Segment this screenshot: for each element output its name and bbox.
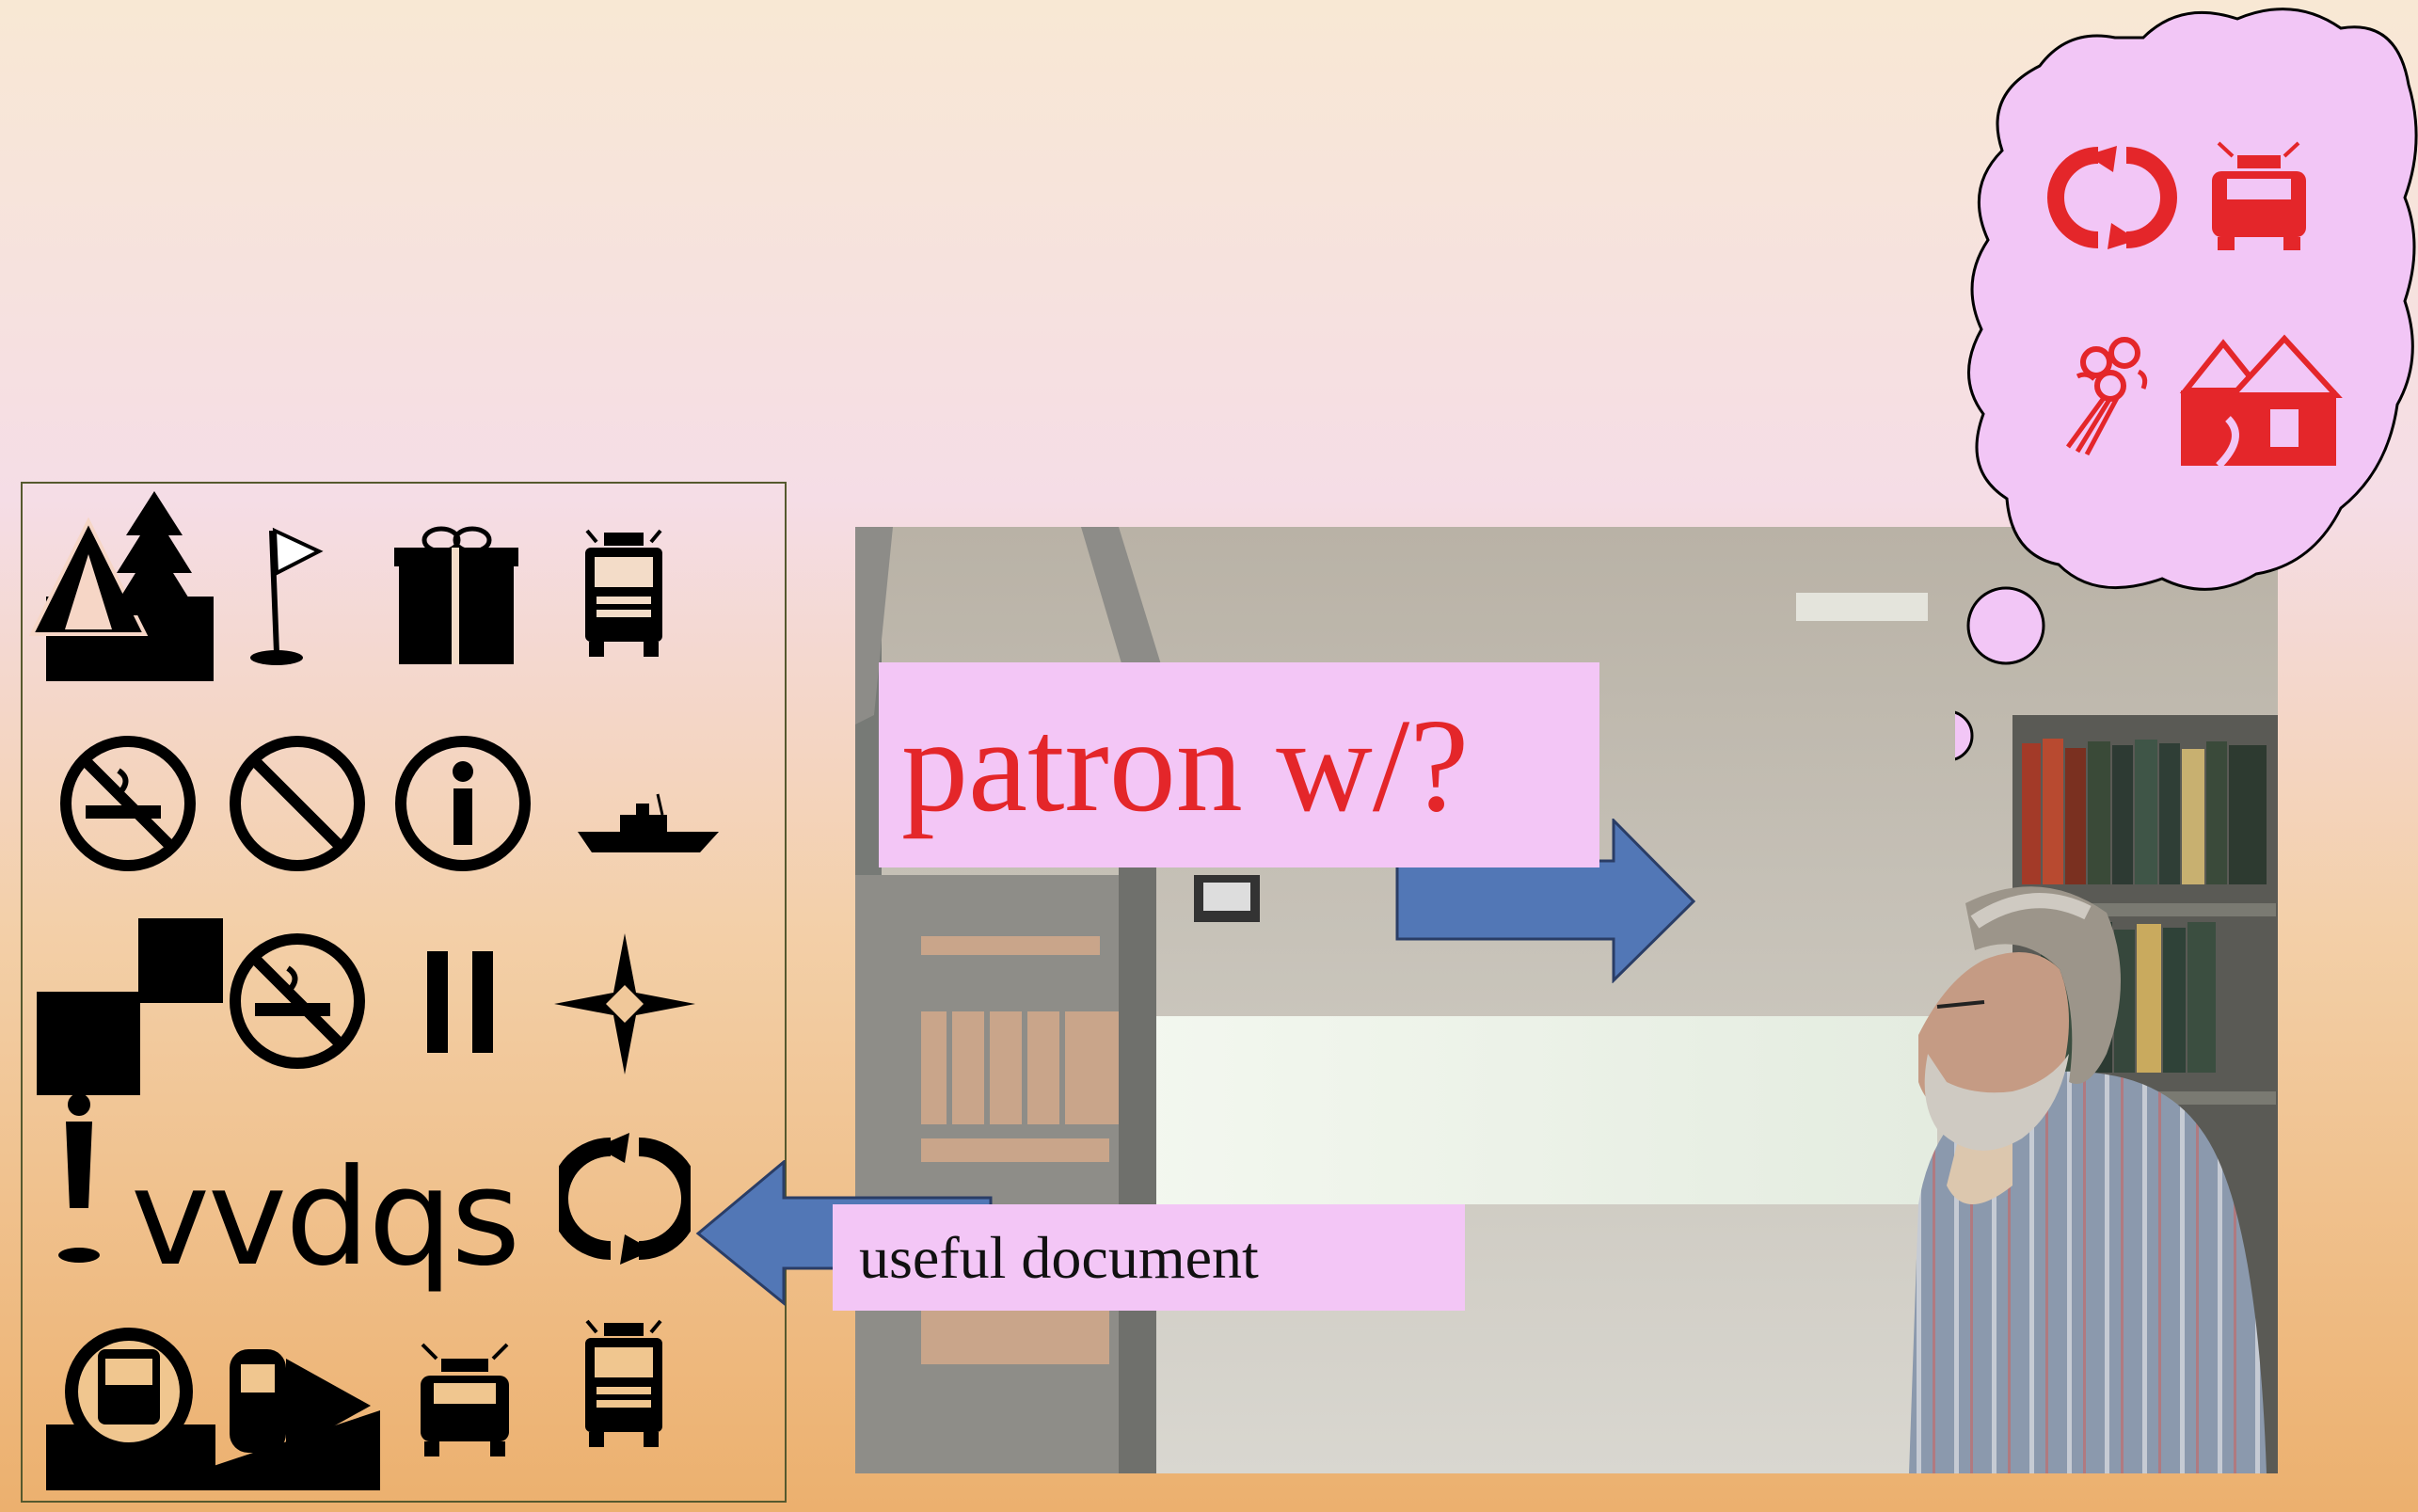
person-icon [58,1086,100,1263]
checkerboard-icon [37,918,223,1095]
camping-icon [28,491,214,681]
gift-icon [394,526,518,664]
flower-bouquet-icon [2065,337,2148,456]
police-car-icon [2212,141,2306,250]
no-smoking-icon [230,933,365,1069]
police-car-icon [421,1343,509,1456]
fire-truck-icon [585,1319,662,1447]
fire-truck-icon [585,529,662,657]
arrow-right [1395,819,1696,983]
no-smoking-icon [60,736,196,871]
prohibited-icon [230,736,365,871]
houses-icon [2179,334,2343,469]
boat-icon [578,793,719,852]
useful-document-label: useful document [833,1204,1465,1311]
refresh-icon [559,1133,691,1265]
thought-bubble [1955,8,2418,761]
patron-label: patron w/? [879,662,1599,867]
train-icon [211,1349,380,1490]
information-icon [395,736,531,871]
bus-icon [46,1328,215,1490]
compass-star-icon [554,933,695,1074]
pause-icon [427,951,493,1053]
glyph-text: vvdqs [131,1140,520,1296]
refresh-icon [2047,146,2177,249]
golf-flag-icon [250,527,324,665]
icon-panel: vvdqs [21,482,787,1503]
patron-figure [1909,886,2267,1473]
